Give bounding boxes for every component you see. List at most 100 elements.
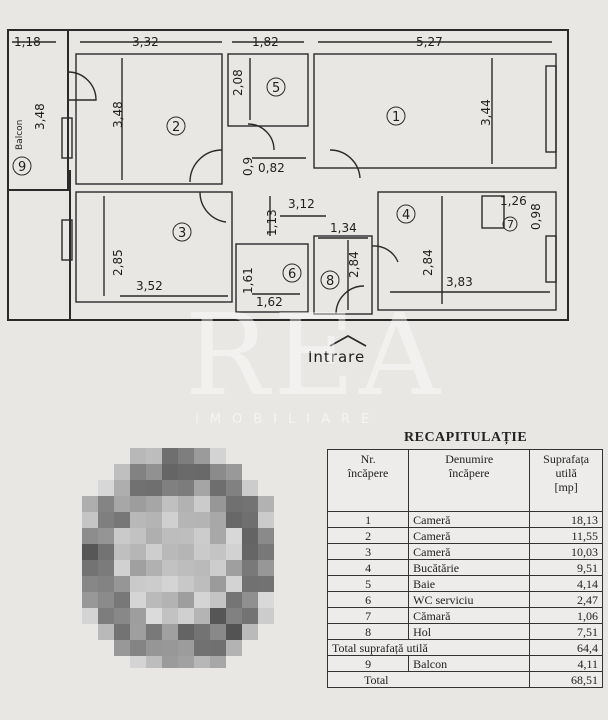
mosaic-tile (194, 560, 210, 576)
mosaic-tile (146, 656, 162, 668)
mosaic-tile (114, 480, 130, 496)
mosaic-tile (162, 544, 178, 560)
mosaic-tile (82, 544, 98, 560)
mosaic-tile (210, 464, 226, 480)
cell-area: 1,06 (529, 607, 603, 624)
mosaic-tile (178, 656, 194, 668)
mosaic-tile (210, 656, 226, 668)
mosaic-tile (258, 512, 274, 528)
mosaic-tile (194, 512, 210, 528)
mosaic-tile (226, 528, 242, 544)
mosaic-tile (210, 544, 226, 560)
mosaic-tile (194, 448, 210, 464)
mosaic-tile (98, 608, 114, 624)
mosaic-tile (258, 576, 274, 592)
mosaic-tile (114, 544, 130, 560)
cell-area: 9,51 (529, 559, 603, 576)
mosaic-tile (114, 528, 130, 544)
mosaic-tile (258, 496, 274, 512)
room-number: 9 (18, 160, 26, 175)
table-balcony-row: 9 Balcon 4,11 (326, 655, 603, 672)
cell-nr: 5 (326, 575, 410, 592)
cell-area: 4,14 (529, 575, 603, 592)
mosaic-tile (226, 480, 242, 496)
mosaic-tile (162, 560, 178, 576)
cell-name: Balcon (408, 655, 531, 672)
mosaic-tile (98, 592, 114, 608)
mosaic-tile (162, 528, 178, 544)
mosaic-tile (226, 560, 242, 576)
table-row: 4 Bucătărie 9,51 (326, 559, 603, 576)
mosaic-tile (226, 496, 242, 512)
dim-label: 2,85 (111, 249, 125, 276)
dim-label: 1,61 (241, 267, 255, 294)
mosaic-tile (146, 512, 162, 528)
table-row: 8 Hol 7,51 (326, 623, 603, 640)
mosaic-tile (210, 480, 226, 496)
mosaic-tile (210, 624, 226, 640)
table-total-util-row: Total suprafață utilă 64,4 (326, 639, 603, 656)
mosaic-tile (98, 496, 114, 512)
room-number: 4 (402, 208, 410, 223)
mosaic-tile (258, 528, 274, 544)
mosaic-tile (194, 640, 210, 656)
mosaic-tile (162, 624, 178, 640)
mosaic-tile (146, 448, 162, 464)
balcony-label: Balcon (15, 120, 25, 150)
mosaic-tile (82, 496, 98, 512)
mosaic-tile (242, 560, 258, 576)
dim-label: 1,26 (500, 194, 527, 208)
mosaic-tile (146, 624, 162, 640)
mosaic-tile (178, 560, 194, 576)
mosaic-tile (82, 560, 98, 576)
mosaic-tile (130, 448, 146, 464)
cell-name: Cameră (408, 511, 531, 528)
cell-name: Hol (408, 623, 531, 640)
mosaic-tile (146, 592, 162, 608)
mosaic-tile (194, 624, 210, 640)
mosaic-tile (242, 544, 258, 560)
mosaic-tile (146, 608, 162, 624)
room-number: 6 (288, 267, 296, 282)
mosaic-tile (114, 496, 130, 512)
mosaic-tile (82, 608, 98, 624)
mosaic-tile (162, 576, 178, 592)
header-nr: Nr. încăpere (326, 449, 410, 512)
cell-nr: 9 (326, 655, 410, 672)
total-util-value: 64,4 (529, 639, 603, 656)
mosaic-tile (194, 480, 210, 496)
pixelated-stamp (82, 448, 274, 668)
room-number: 2 (172, 120, 180, 135)
mosaic-tile (146, 528, 162, 544)
mosaic-tile (162, 448, 178, 464)
mosaic-tile (146, 464, 162, 480)
mosaic-tile (178, 576, 194, 592)
cell-area: 7,51 (529, 623, 603, 640)
mosaic-tile (226, 464, 242, 480)
cell-name: WC serviciu (408, 591, 531, 608)
mosaic-tile (210, 528, 226, 544)
total-label: Total (326, 671, 531, 688)
mosaic-tile (82, 576, 98, 592)
cell-nr: 8 (326, 623, 410, 640)
dim-label: 5,27 (416, 35, 443, 49)
mosaic-tile (194, 544, 210, 560)
mosaic-tile (210, 592, 226, 608)
mosaic-tile (178, 592, 194, 608)
mosaic-tile (130, 608, 146, 624)
mosaic-tile (194, 528, 210, 544)
dim-label: 1,82 (252, 35, 279, 49)
room-number: 3 (178, 226, 186, 241)
mosaic-tile (162, 608, 178, 624)
dim-label: 0,82 (258, 161, 285, 175)
mosaic-tile (130, 480, 146, 496)
mosaic-tile (146, 480, 162, 496)
mosaic-tile (114, 464, 130, 480)
mosaic-tile (258, 608, 274, 624)
dim-label: 1,13 (265, 209, 279, 236)
mosaic-tile (178, 528, 194, 544)
dim-label: 1,34 (330, 221, 357, 235)
mosaic-tile (130, 560, 146, 576)
mosaic-tile (242, 528, 258, 544)
mosaic-tile (162, 464, 178, 480)
